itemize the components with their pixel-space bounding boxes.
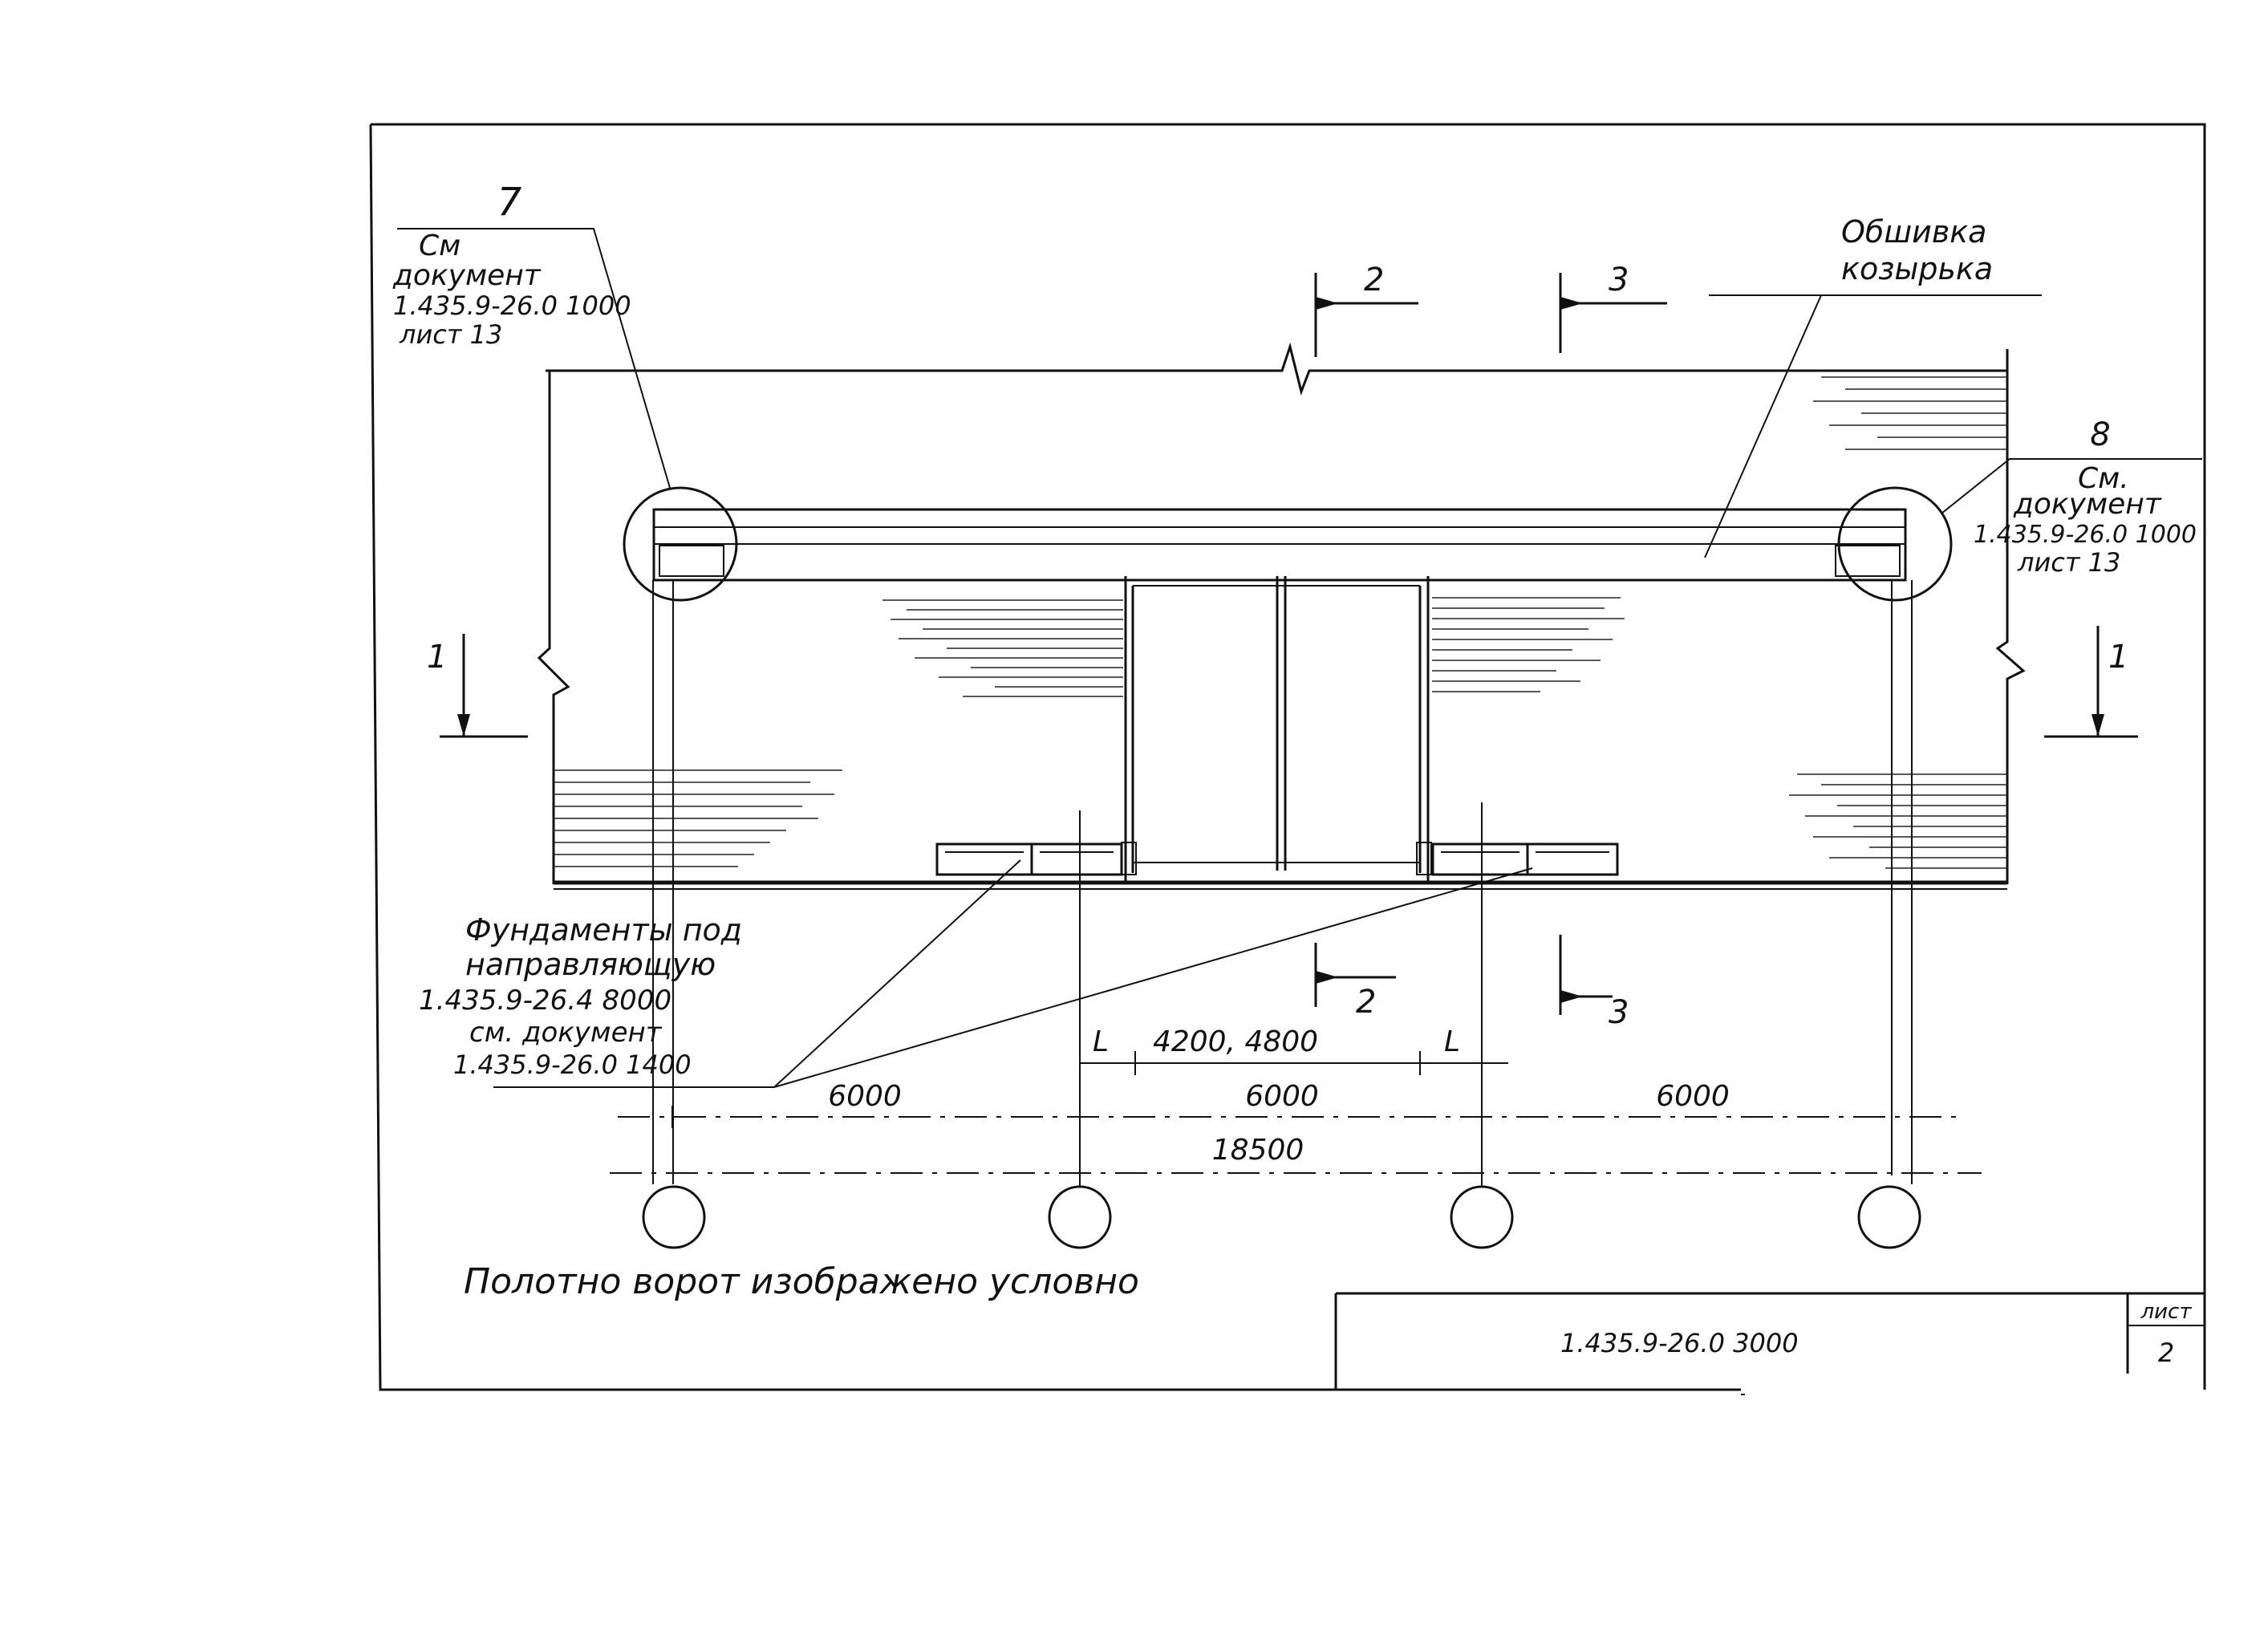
dim-span-mid: 6000 <box>1245 1080 1319 1113</box>
dim-span-left: 6000 <box>828 1080 902 1113</box>
callout-right-line1: См. <box>2078 462 2129 495</box>
section-mark-1-left: 1 <box>427 639 447 676</box>
wall-outline <box>537 342 2026 884</box>
callout-right-line3: 1.435.9-26.0 1000 <box>1974 521 2197 549</box>
dim-gap-right: L <box>1444 1025 1460 1058</box>
callout-right-line4: лист 13 <box>2017 547 2120 578</box>
canopy-label-line2: козырька <box>1841 251 1993 286</box>
title-block: 1.435.9-26.0 3000 лист 2 <box>1334 1292 2205 1390</box>
section-mark-2-bottom: 2 <box>1356 984 1376 1021</box>
foundation-label-line2: направляющую <box>465 947 716 982</box>
title-block-sheet-number: 2 <box>2158 1338 2174 1368</box>
canopy-label-line1: Обшивка <box>1841 214 1986 250</box>
sheet-frame <box>369 123 2206 1395</box>
callout-left-number: 7 <box>497 180 522 225</box>
section-mark-3-bottom: 3 <box>1609 994 1629 1031</box>
title-block-code: 1.435.9-26.0 3000 <box>1560 1328 1799 1358</box>
foundation-label-line3: 1.435.9-26.4 8000 <box>419 984 671 1017</box>
callout-right: 8 См. документ 1.435.9-26.0 1000 лист 13 <box>1837 416 2202 602</box>
foundation-label-line1: Фундаменты под <box>465 912 742 948</box>
callout-right-line2: документ <box>2013 488 2162 521</box>
section-marks: 1 1 2 3 2 3 <box>427 262 2138 1031</box>
dim-opening: 4200, 4800 <box>1153 1025 1318 1058</box>
dim-span-right: 6000 <box>1656 1080 1730 1113</box>
dim-total: 18500 <box>1212 1134 1304 1167</box>
foundation-label: Фундаменты под направляющую 1.435.9-26.4… <box>419 859 1533 1088</box>
section-mark-3-top: 3 <box>1609 262 1629 298</box>
canopy <box>652 508 1907 582</box>
drawing-note: Полотно ворот изображено условно <box>464 1261 1139 1302</box>
wall-hatching <box>554 376 2007 869</box>
callout-left-line3: 1.435.9-26.0 1000 <box>393 290 631 321</box>
callout-left-line1: См <box>419 229 460 262</box>
axis-bubble <box>1450 1185 1514 1249</box>
section-mark-2-top: 2 <box>1364 262 1384 298</box>
callout-right-number: 8 <box>2090 416 2110 453</box>
foundation-label-line4: см. документ <box>469 1017 663 1049</box>
dim-gap-left: L <box>1093 1025 1109 1058</box>
callout-left-line2: документ <box>392 259 542 292</box>
callout-left: 7 См документ 1.435.9-26.0 1000 лист 13 <box>392 180 738 602</box>
axis-bubble <box>642 1185 706 1249</box>
title-block-sheet-label: лист <box>2140 1300 2193 1324</box>
axis-bubble <box>1048 1185 1112 1249</box>
axis-bubbles <box>642 1185 1921 1249</box>
ground-line <box>554 880 2007 890</box>
axis-bubble <box>1857 1185 1921 1249</box>
canopy-label: Обшивка козырька <box>1704 214 2042 558</box>
callout-left-line4: лист 13 <box>399 319 502 350</box>
guide-foundations <box>935 842 1619 876</box>
gate <box>1121 576 1432 883</box>
foundation-label-line5: 1.435.9-26.0 1400 <box>453 1049 692 1080</box>
section-mark-1-right: 1 <box>2108 639 2128 676</box>
dimension-lines: L 4200, 4800 L 6000 6000 6000 18500 <box>610 1025 1982 1184</box>
